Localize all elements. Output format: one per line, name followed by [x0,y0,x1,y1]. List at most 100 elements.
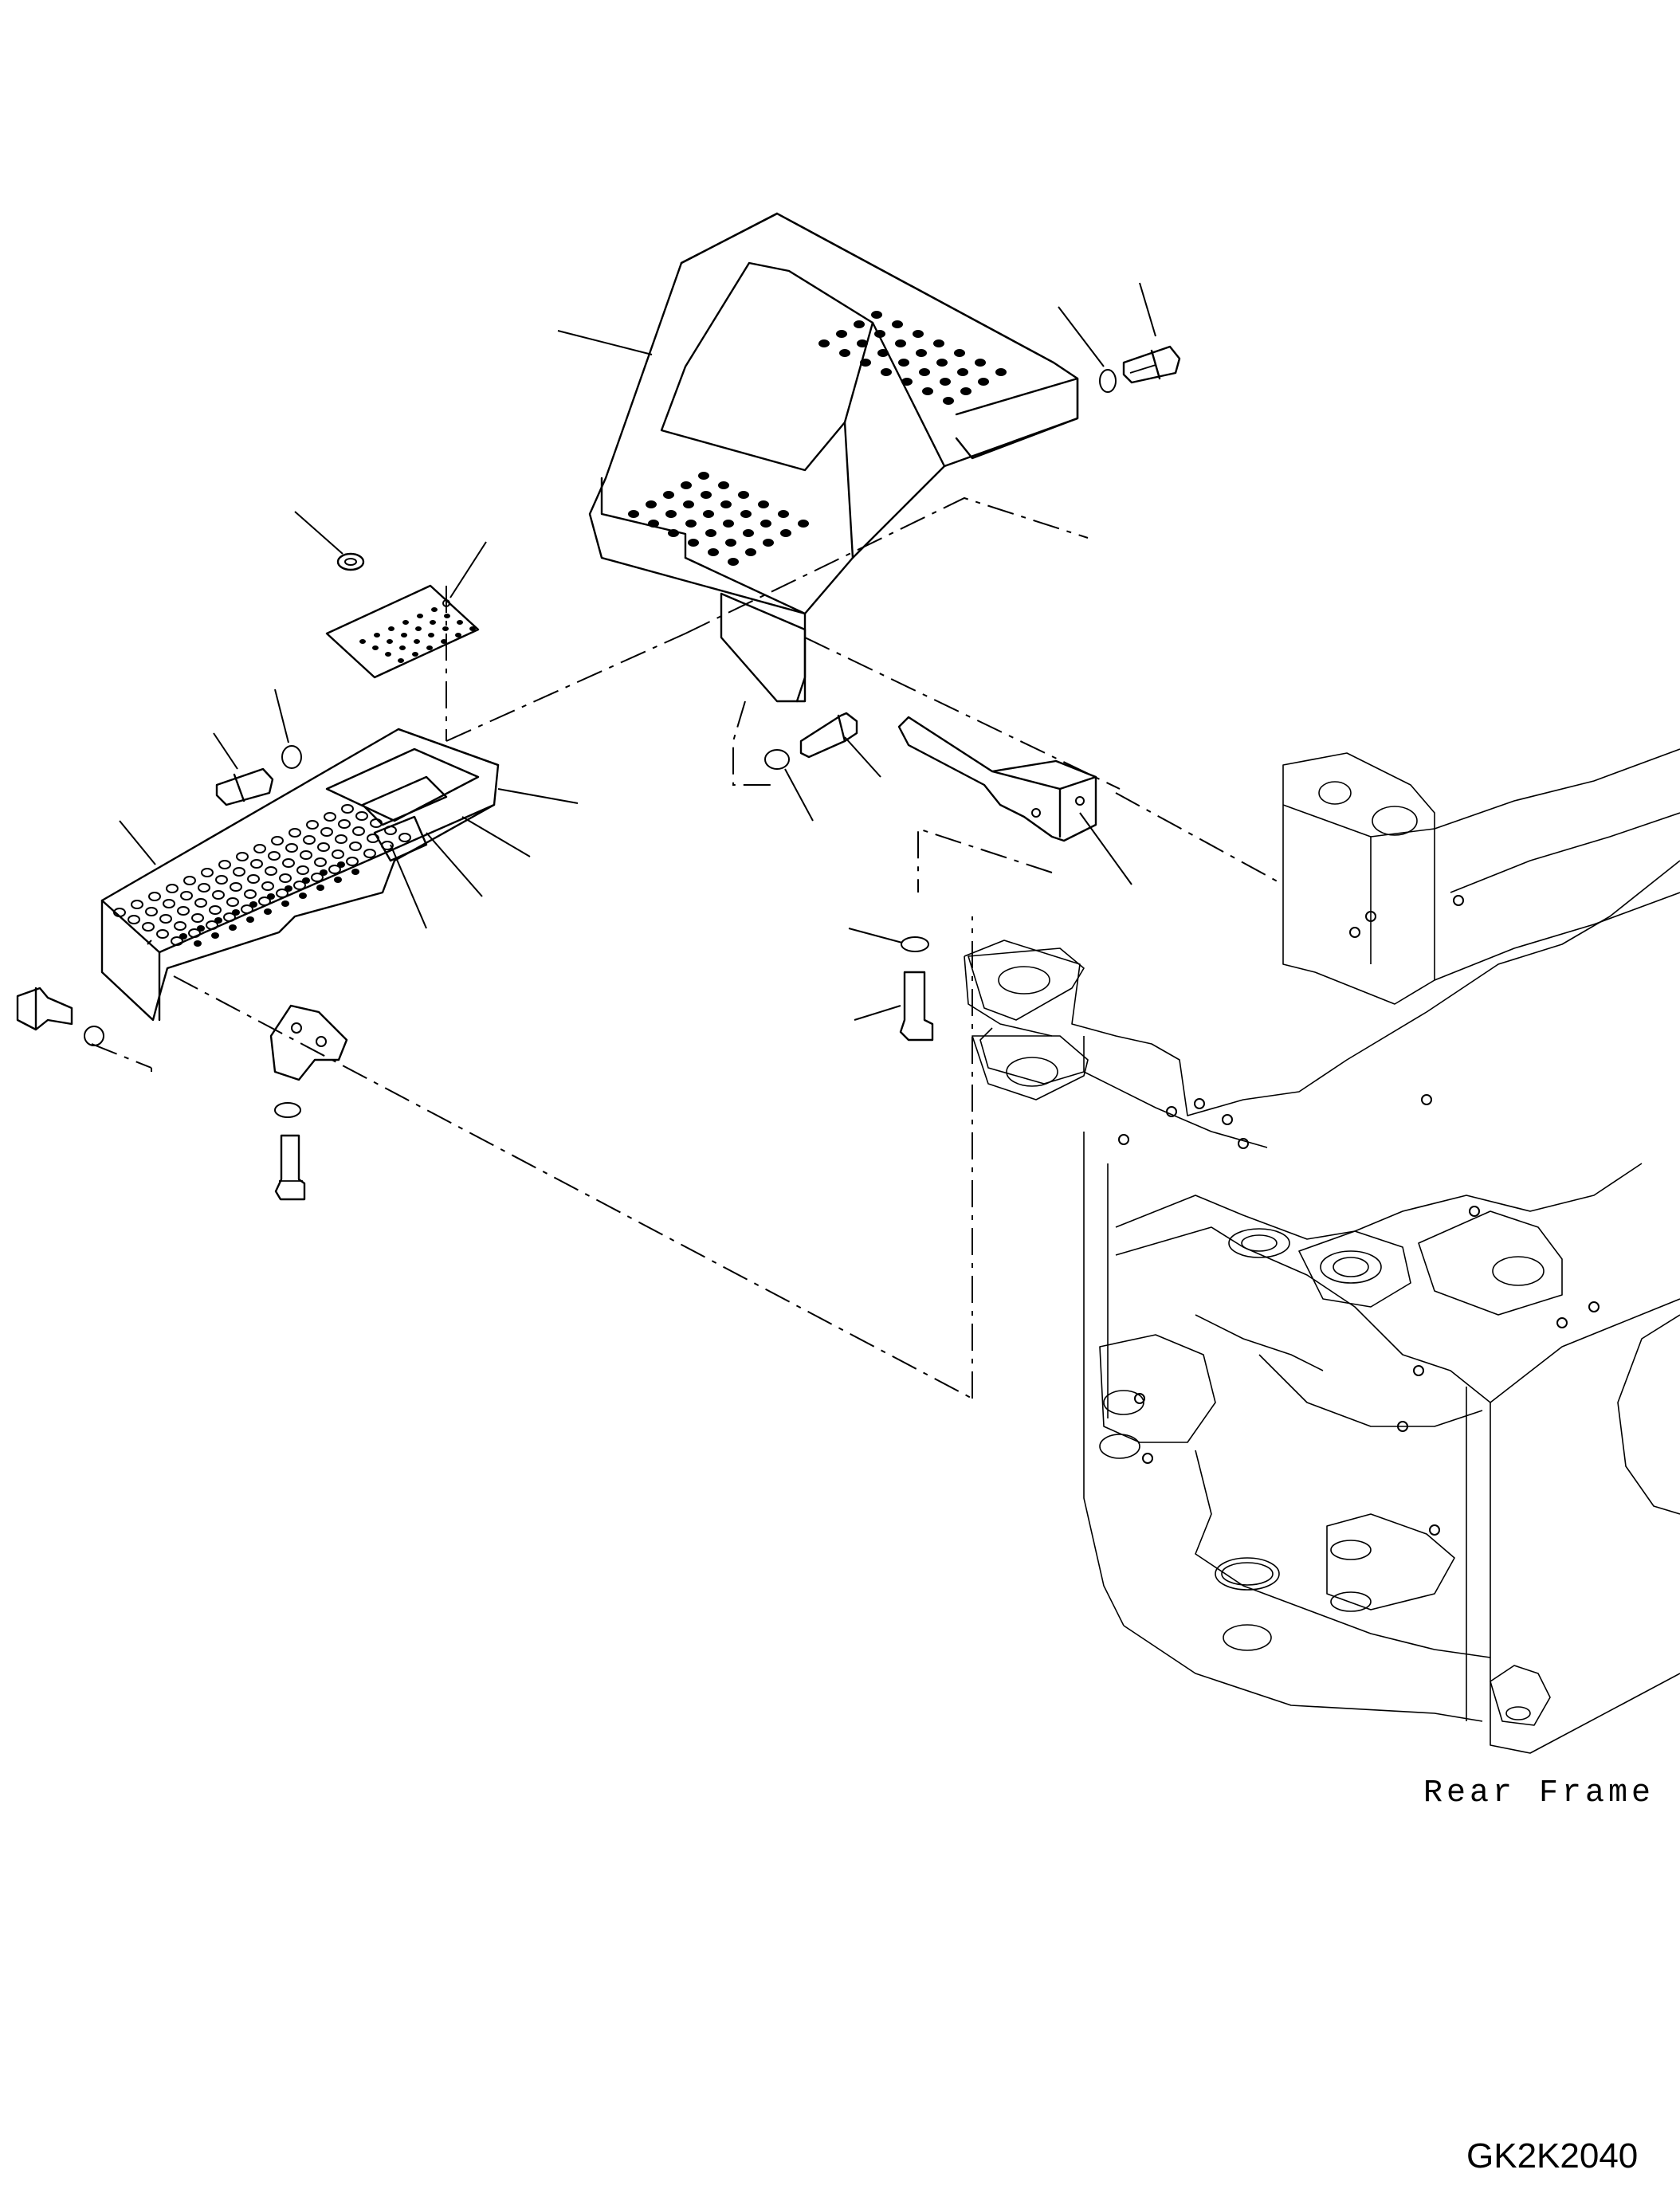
perforation-hole [385,652,391,657]
frame-bolt [1238,1138,1249,1149]
perforation-hole [975,359,986,367]
perforation-hole [431,607,438,612]
perforation-hole [276,889,289,898]
perforation-hole [745,548,756,556]
perforation-hole [267,893,275,900]
frame-bolt [1453,895,1464,906]
perforation-hole [628,510,639,518]
frame-bolt [1365,911,1376,922]
perforation-hole [387,639,393,644]
drawing-code: GK2K2040 [1466,2136,1638,2175]
perforation-hole [285,885,292,892]
perforation-hole [960,387,971,395]
perforation-hole [978,378,989,386]
perforation-hole [328,865,341,874]
perforation-hole [818,339,830,347]
perforation-hole [426,645,433,650]
perforation-hole [180,891,193,900]
perforation-hole [113,908,126,917]
perforation-hole [455,633,461,638]
perforation-hole [922,387,933,395]
perforation-hole [171,936,183,946]
perforation-hole [895,339,906,347]
perforation-hole [668,529,679,537]
perforation-hole [300,850,312,860]
bottom-bracket [269,1004,348,1081]
perforation-hole [282,858,295,868]
perforation-hole [285,843,298,853]
perforation-hole [352,826,365,836]
perforation-hole [232,909,240,916]
perforation-hole [763,539,774,547]
perforation-hole [320,869,328,876]
perforation-hole [898,359,909,367]
washer-top-right [1058,306,1117,393]
perforation-hole [933,339,944,347]
perforation-hole [430,620,436,625]
perforation-hole [871,311,882,319]
frame-bolt [1118,1134,1129,1145]
perforation-hole [174,921,186,931]
perforation-hole [244,889,257,899]
perforation-hole [332,849,344,859]
perforation-hole [417,614,423,618]
perforation-hole [258,896,271,906]
perforation-hole [683,500,694,508]
nut [294,511,365,571]
perforation-hole [860,359,871,367]
perforation-hole [212,890,225,900]
perforation-hole [215,875,228,885]
perforation-hole [402,620,409,625]
perforation-hole [854,320,865,328]
perforation-hole [457,620,463,625]
perforation-hole [444,614,450,618]
washer-left-upper [274,689,302,769]
perforation-hole [156,929,169,939]
perforation-hole [324,812,336,822]
perforation-hole [335,834,347,844]
perforation-hole [250,859,263,869]
perforation-hole [214,917,222,924]
perforation-hole [780,529,791,537]
perforation-hole [442,626,449,631]
perforation-hole [916,349,927,357]
perforation-hole [374,633,380,638]
washer-mid [848,928,929,952]
perforation-hole [936,359,948,367]
frame-bolt [1222,1114,1233,1125]
mounting-bracket [897,716,1132,885]
perforation-hole [398,833,411,842]
perforation-hole [919,368,930,376]
perforation-hole [428,633,434,638]
perforation-hole [701,491,712,499]
perforation-hole [943,397,954,405]
perforation-hole [688,539,699,547]
perforation-hole [738,491,749,499]
perforation-hole [209,905,222,915]
perforation-hole [268,851,281,861]
perforation-hole [338,819,351,829]
perforation-hole [760,520,771,528]
washer-left-lower [84,1026,104,1046]
frame-bolt [1469,1206,1480,1217]
perforation-hole [211,932,219,939]
perforation-hole [159,914,172,924]
perforation-hole [302,877,310,884]
perforation-hole [177,906,190,916]
perforation-hole [399,645,406,650]
frame-bolt [1588,1301,1600,1312]
lower-step-assembly [100,728,579,1022]
perforation-hole [317,842,330,852]
perforation-hole [778,510,789,518]
perforation-hole [236,852,249,861]
perforation-hole [145,907,158,916]
perforation-hole [414,639,420,644]
upper-step-holes [628,311,1007,566]
perforation-hole [293,881,306,890]
perforation-hole [857,339,868,347]
perforation-hole [264,908,272,915]
perforation-hole [648,520,659,528]
frame-bolt [1556,1317,1568,1328]
upper-step-assembly [557,212,1079,703]
frame-bolt [1194,1098,1205,1109]
